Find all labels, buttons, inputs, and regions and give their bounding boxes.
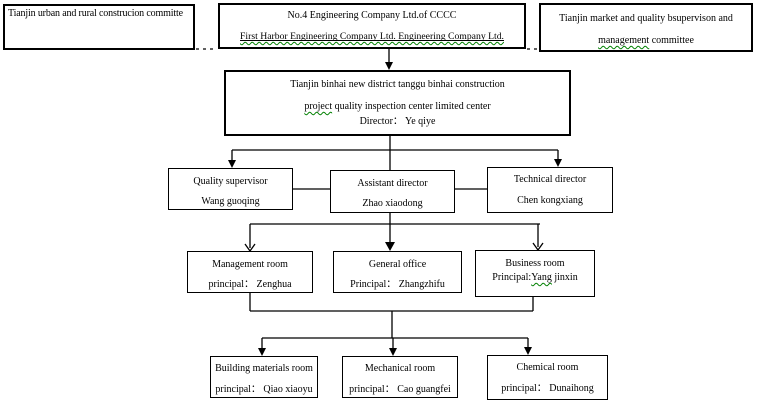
node-label: Tianjin urban and rural construcion comm… xyxy=(8,8,183,19)
node-person: principal： Zenghua xyxy=(208,279,292,290)
node-management-room: Management room principal： Zenghua xyxy=(187,251,313,293)
node-title: Business room xyxy=(505,258,565,269)
node-sublabel: project quality inspection center limite… xyxy=(304,101,491,112)
node-title: Quality supervisor xyxy=(193,176,268,187)
arrowhead-building xyxy=(258,348,266,356)
node-no4-engineering-company: No.4 Engineering Company Ltd.of CCCC Fir… xyxy=(218,3,526,49)
node-urban-rural-committee: Tianjin urban and rural construcion comm… xyxy=(3,4,195,50)
node-chemical-room: Chemical room principal： Dunaihong xyxy=(487,355,608,400)
node-director: Director： Ye qiye xyxy=(359,116,436,127)
node-sublabel: management committee xyxy=(598,35,694,46)
node-person: principal： Cao guangfei xyxy=(349,384,451,395)
node-person: Wang guoqing xyxy=(201,196,260,207)
node-person: Zhao xiaodong xyxy=(362,198,423,209)
node-mechanical-room: Mechanical room principal： Cao guangfei xyxy=(342,356,458,398)
node-market-quality-committee: Tianjin market and quality bsupervison a… xyxy=(539,3,753,52)
node-person: principal： Qiao xiaoyu xyxy=(215,384,313,395)
node-title: Assistant director xyxy=(357,178,428,189)
node-title: Chemical room xyxy=(516,362,579,373)
node-business-room: Business room Principal:Yang jinxin xyxy=(475,250,595,297)
node-quality-supervisor: Quality supervisor Wang guoqing xyxy=(168,168,293,210)
node-label: Tianjin binhai new district tanggu binha… xyxy=(290,79,505,90)
arrowhead-general xyxy=(385,242,395,251)
node-person: principal： Dunaihong xyxy=(501,383,594,394)
node-building-materials-room: Building materials room principal： Qiao … xyxy=(210,356,318,398)
arrowhead-quality xyxy=(228,160,236,168)
node-title: Management room xyxy=(212,259,288,270)
node-title: Technical director xyxy=(513,174,587,185)
node-person: Principal： Zhangzhifu xyxy=(350,279,445,290)
arrowhead-chemical xyxy=(524,347,532,355)
node-label: No.4 Engineering Company Ltd.of CCCC xyxy=(287,10,457,21)
node-title: General office xyxy=(368,259,427,270)
node-title: Building materials room xyxy=(215,363,313,374)
arrowhead-center-box xyxy=(385,62,393,70)
node-technical-director: Technical director Chen kongxiang xyxy=(487,167,613,213)
node-person: Principal:Yang jinxin xyxy=(492,272,578,283)
node-person: Chen kongxiang xyxy=(517,195,583,206)
node-sublabel: First Harbor Engineering Company Ltd. En… xyxy=(240,31,504,42)
node-inspection-center: Tianjin binhai new district tanggu binha… xyxy=(224,70,571,136)
node-assistant-director: Assistant director Zhao xiaodong xyxy=(330,170,455,213)
arrowhead-mechanical xyxy=(389,348,397,356)
node-label: Tianjin market and quality bsupervison a… xyxy=(559,13,733,24)
node-general-office: General office Principal： Zhangzhifu xyxy=(333,251,462,293)
arrowhead-technical xyxy=(554,159,562,167)
node-title: Mechanical room xyxy=(364,363,436,374)
